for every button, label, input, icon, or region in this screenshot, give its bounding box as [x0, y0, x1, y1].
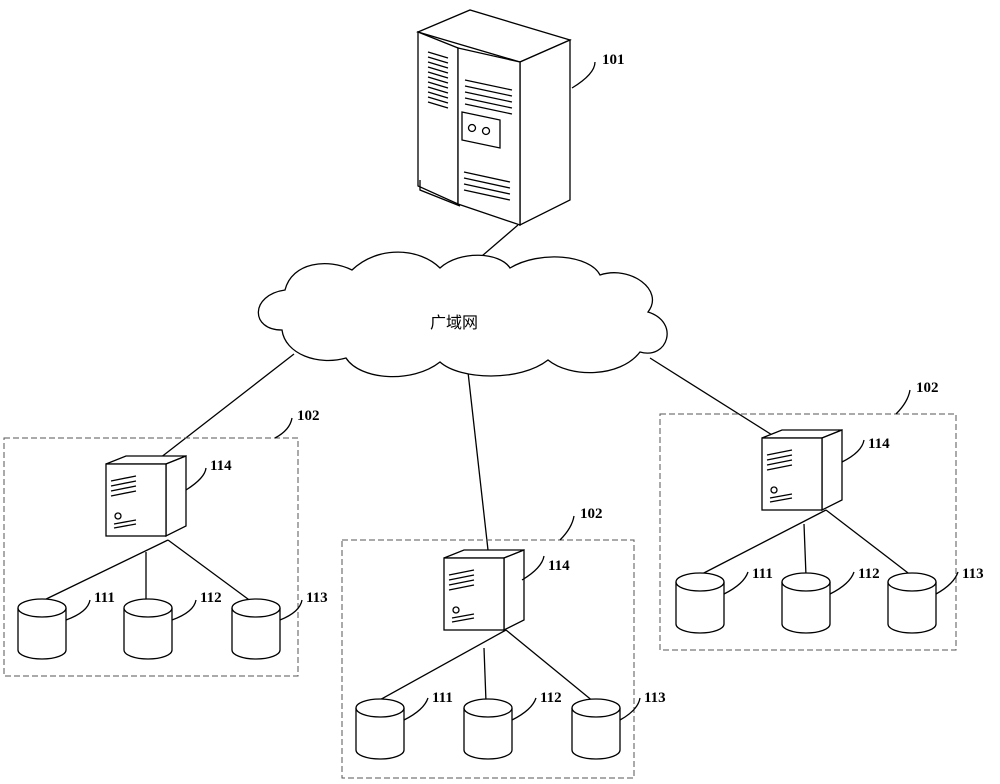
storage-label: 111	[94, 590, 115, 606]
site-group-label: 102	[580, 506, 603, 522]
gateway-label: 114	[210, 458, 232, 474]
central-server	[416, 9, 572, 227]
storage-label: 113	[962, 566, 984, 582]
site-group-box	[659, 413, 957, 651]
server-label: 101	[602, 52, 625, 68]
storage-node	[571, 698, 621, 760]
site-group: 102 114 111 112 113	[3, 408, 328, 677]
site-group-box	[341, 539, 635, 779]
storage-node	[123, 598, 173, 660]
site-group-label: 102	[297, 408, 320, 424]
storage-node	[887, 572, 937, 634]
storage-node	[17, 598, 67, 660]
storage-label: 112	[540, 690, 562, 706]
storage-node	[355, 698, 405, 760]
storage-label: 112	[200, 590, 222, 606]
storage-label: 111	[752, 566, 773, 582]
gateway-server	[443, 549, 525, 631]
storage-node	[781, 572, 831, 634]
gateway-label: 114	[548, 558, 570, 574]
site-group: 102 114 111 112 113	[659, 380, 984, 651]
storage-label: 112	[858, 566, 880, 582]
storage-node	[463, 698, 513, 760]
storage-label: 113	[644, 690, 666, 706]
wan-cloud: 广域网	[257, 251, 668, 378]
gateway-label: 114	[868, 436, 890, 452]
storage-node	[231, 598, 281, 660]
connection-lines	[39, 224, 913, 703]
storage-label: 111	[432, 690, 453, 706]
site-group-label: 102	[916, 380, 939, 396]
storage-label: 113	[306, 590, 328, 606]
gateway-server	[761, 429, 843, 511]
storage-node	[675, 572, 725, 634]
site-group: 102 114 111 112 113	[341, 506, 666, 779]
gateway-server	[105, 455, 187, 537]
wan-label: 广域网	[430, 313, 478, 332]
site-group-box	[3, 437, 299, 677]
